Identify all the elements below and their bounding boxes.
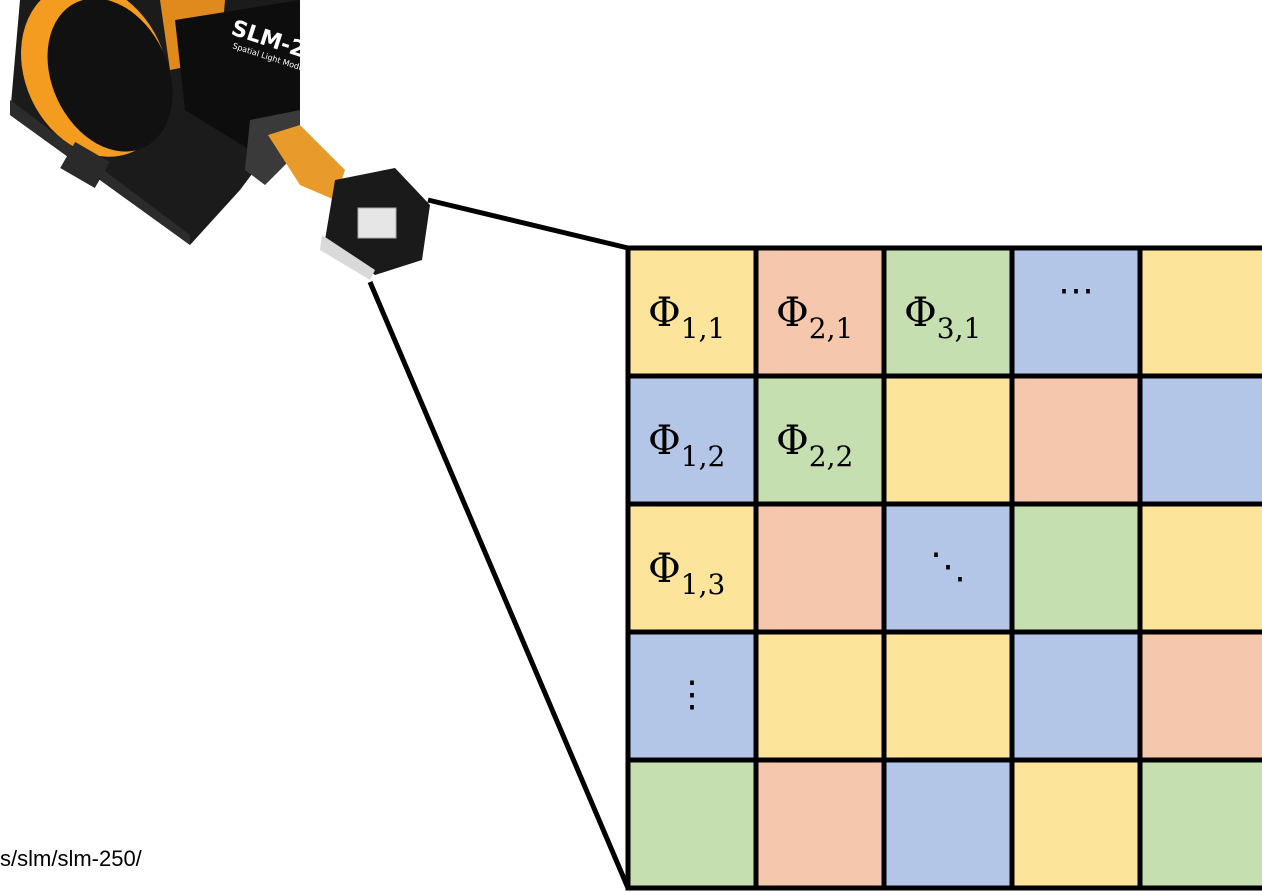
grid-cell-r2-c4 — [1009, 373, 1143, 507]
grid-cell-r5-c2 — [753, 757, 887, 891]
grid-cell-r1-c3 — [881, 245, 1015, 379]
cell-label-r1-c2: Φ2,1 — [776, 290, 853, 345]
cell-label-r4-c1: ⋮ — [674, 674, 710, 715]
slm-device-image: SLM-250 Spatial Light Modulator — [10, 0, 430, 280]
cell-label-r3-c1: Φ1,3 — [648, 546, 725, 601]
cell-label-r3-c3: ⋱ — [930, 546, 966, 587]
grid-cell-r4-c5 — [1137, 629, 1262, 763]
cell-label-r2-c2: Φ2,2 — [776, 418, 853, 473]
phase-grid: Φ1,1 Φ2,1 Φ3,1 ⋯ Φ1,2 Φ2,2Φ1,3 ⋱ ⋮ — [625, 245, 1262, 891]
grid-cell-r3-c2 — [753, 501, 887, 635]
flex-cable — [268, 125, 345, 200]
slm-head-edge — [320, 235, 375, 280]
connector-block — [245, 110, 300, 185]
grid-cell-r5-c1 — [625, 757, 759, 891]
front-panel — [175, 0, 300, 150]
cell-label-r1-c1: Φ1,1 — [648, 290, 725, 345]
grid-cell-r4-c2 — [753, 629, 887, 763]
grid-cell-r1-c4 — [1009, 245, 1143, 379]
grid-cell-r5-c3 — [881, 757, 1015, 891]
zoom-line-top — [427, 197, 629, 251]
grid-cell-r2-c1 — [625, 373, 759, 507]
grid-cell-r4-c3 — [881, 629, 1015, 763]
lens-barrel — [47, 0, 173, 152]
grid-cell-r5-c4 — [1009, 757, 1143, 891]
grid-cell-r1-c5 — [1137, 245, 1262, 379]
grid-cell-r5-c5 — [1137, 757, 1262, 891]
cell-label-r1-c3: Φ3,1 — [904, 290, 981, 345]
source-url-text: s/slm/slm-250/ — [0, 846, 142, 871]
grid-cell-r2-c5 — [1137, 373, 1262, 507]
grid-cell-r4-c4 — [1009, 629, 1143, 763]
grid-cell-r2-c3 — [881, 373, 1015, 507]
grid-cell-r2-c2 — [753, 373, 887, 507]
device-port — [60, 142, 110, 188]
grid-cell-r3-c5 — [1137, 501, 1262, 635]
zoom-line-bottom — [367, 281, 631, 889]
grid-cell-r3-c4 — [1009, 501, 1143, 635]
cell-label-r2-c1: Φ1,2 — [648, 418, 725, 473]
slm-chip — [357, 207, 397, 239]
cell-label-r1-c4: ⋯ — [1058, 270, 1094, 311]
